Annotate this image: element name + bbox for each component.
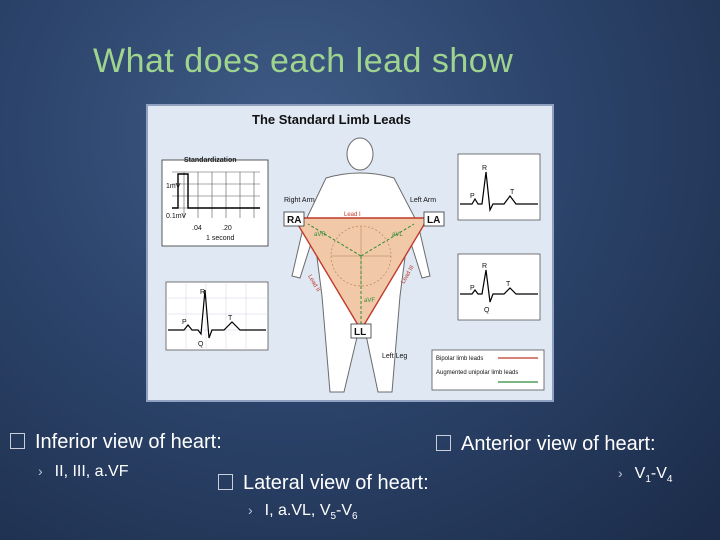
wave-p-left: P — [182, 319, 187, 326]
avl-label: aVL — [392, 232, 403, 238]
wave-t-rb: T — [506, 281, 511, 288]
ll-electrode: LL — [354, 327, 366, 338]
legend-augmented: Augmented unipolar limb leads — [436, 370, 518, 376]
avr-label: aVR — [314, 232, 326, 238]
ecg-panel-left: R P T Q — [165, 281, 269, 351]
legend-bipolar: Bipolar limb leads — [436, 356, 483, 362]
chevron-icon: › — [38, 463, 43, 479]
limb-leads-diagram: The Standard Limb Leads Standardization … — [148, 106, 552, 400]
wave-q-left: Q — [198, 341, 204, 348]
wave-r-rb: R — [482, 263, 487, 270]
inferior-label: Inferior view of heart: — [35, 431, 222, 453]
standardization-label: Standardization — [184, 157, 237, 164]
ecg-panel-right-top: R P T — [457, 153, 541, 221]
lateral-label: Lateral view of heart: — [243, 472, 429, 494]
bullet-inferior: Inferior view of heart: — [10, 431, 222, 454]
sub-anterior: › V1-V4 — [618, 465, 672, 485]
sub-inferior: › II, III, a.VF — [38, 463, 128, 481]
limb-leads-figure: The Standard Limb Leads Standardization … — [146, 104, 554, 402]
chevron-icon: › — [618, 465, 623, 481]
point-one-mv-label: 0.1mV — [166, 213, 187, 220]
right-arm-label: Right Arm — [284, 197, 315, 204]
wave-p-rb: P — [470, 285, 475, 292]
bullet-marker — [436, 435, 451, 451]
inferior-leads: II, III, a.VF — [54, 463, 129, 480]
one-mv-label: 1mV — [166, 183, 181, 190]
figure-heading: The Standard Limb Leads — [252, 112, 411, 127]
wave-t-left: T — [228, 315, 233, 322]
bullet-marker — [10, 433, 25, 449]
ra-electrode: RA — [287, 215, 301, 226]
la-electrode: LA — [427, 215, 440, 226]
standardization-panel: Standardization 1mV 0.1mV .04 .20 1 seco… — [161, 157, 269, 247]
wave-p-rt: P — [470, 193, 475, 200]
anterior-leads: V1-V4 — [634, 465, 673, 486]
one-second-label: 1 second — [206, 235, 235, 242]
wave-t-rt: T — [510, 189, 515, 196]
anterior-label: Anterior view of heart: — [461, 433, 656, 455]
ecg-panel-right-bottom: R P T Q — [457, 253, 541, 321]
wave-q-rb: Q — [484, 307, 490, 314]
slide-title: What does each lead show — [93, 42, 514, 80]
chevron-icon: › — [248, 502, 253, 518]
lead1-label: Lead I — [344, 212, 361, 218]
wave-r-left: R — [200, 289, 205, 296]
t20-label: .20 — [222, 225, 232, 232]
left-arm-label: Left Arm — [410, 197, 436, 204]
avf-label: aVF — [364, 298, 375, 304]
sub-lateral: › I, a.VL, V5-V6 — [248, 502, 358, 522]
left-leg-label: Left Leg — [382, 353, 407, 360]
bullet-lateral: Lateral view of heart: — [218, 472, 429, 495]
lateral-leads: I, a.VL, V5-V6 — [264, 502, 358, 523]
figure-legend: Bipolar limb leads Augmented unipolar li… — [431, 349, 545, 391]
wave-r-rt: R — [482, 165, 487, 172]
bullet-marker — [218, 474, 233, 490]
bullet-anterior: Anterior view of heart: — [436, 433, 656, 456]
t04-label: .04 — [192, 225, 202, 232]
